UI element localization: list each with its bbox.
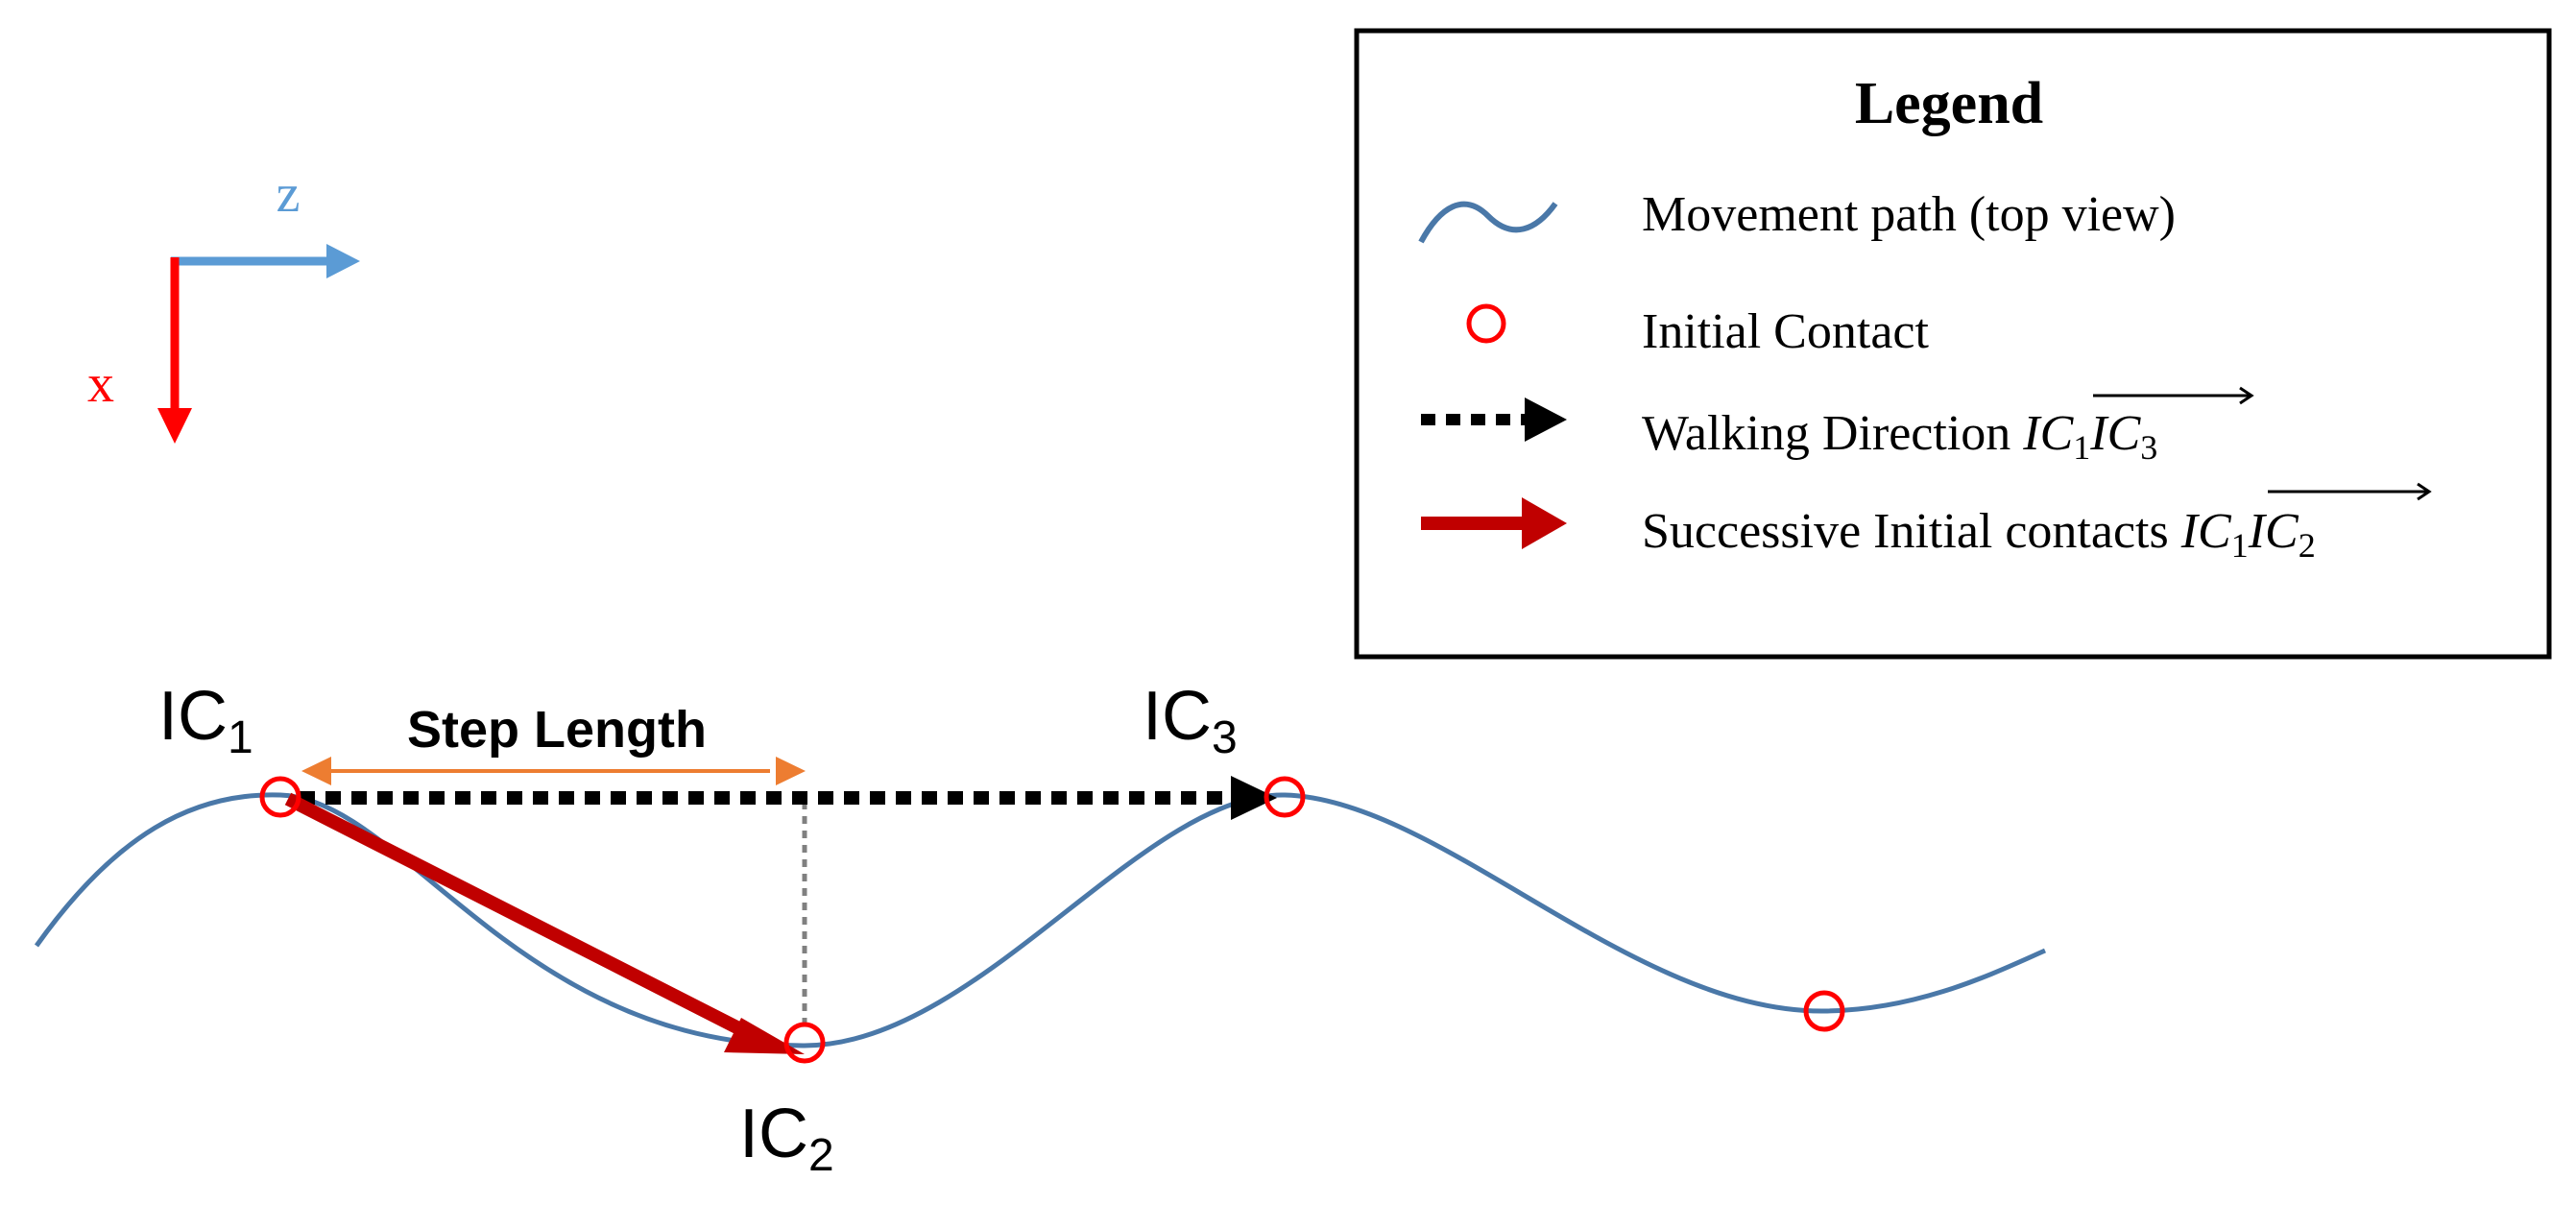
ic2-sub: 2 [808, 1130, 834, 1181]
walking-vector-ic-a: IC [2022, 406, 2074, 461]
legend-border [1354, 28, 2552, 660]
initial-contact-ic3 [1264, 776, 1306, 818]
initial-contact-ic2 [783, 1022, 826, 1064]
initial-contact-swatch [1466, 303, 1506, 344]
walking-direction-arrowhead [1231, 776, 1277, 820]
walking-vector-bar-tip [2239, 386, 2254, 405]
movement-path [34, 792, 2047, 1048]
walking-direction-text: Walking Direction [1642, 406, 2010, 461]
walking-vector-sub-a: 1 [2073, 428, 2090, 467]
legend-box: Legend Movement path (top view) Initial … [1354, 28, 2552, 660]
initial-contact-ic1 [259, 776, 301, 818]
successive-vector-sub-a: 1 [2231, 526, 2249, 565]
ic1-label: IC1 [158, 678, 253, 763]
ic2-main: IC [739, 1096, 808, 1172]
walking-vector-ic-b: IC [2089, 406, 2141, 461]
successive-vector-ic-a: IC [2180, 504, 2232, 559]
step-length-label: Step Length [407, 701, 707, 759]
movement-path-swatch [1418, 201, 1558, 244]
successive-contacts-arrow [284, 792, 765, 1047]
successive-contacts-swatch-head [1522, 497, 1567, 549]
step-length-arrowhead-left [301, 757, 331, 785]
successive-vector-sub-b: 2 [2299, 526, 2316, 565]
x-axis-arrowhead [157, 408, 192, 444]
initial-contact-ic4 [1803, 990, 1845, 1032]
ic1-sub: 1 [228, 712, 253, 763]
x-axis-label: x [87, 354, 114, 414]
walking-direction-swatch-head [1525, 398, 1567, 442]
walking-vector-sub-b: 3 [2140, 428, 2157, 467]
legend-movement-path: Movement path (top view) [1642, 187, 2176, 242]
legend-successive-contacts: Successive Initial contacts IC1IC2 [1642, 504, 2316, 565]
successive-text: Successive Initial contacts [1642, 504, 2169, 559]
step-length-arrowhead-right [776, 757, 806, 785]
successive-vector-ic-b: IC [2248, 504, 2299, 559]
ic3-label: IC3 [1143, 678, 1238, 763]
ic2-label: IC2 [739, 1096, 834, 1181]
z-axis-label: z [277, 164, 301, 224]
legend-initial-contact: Initial Contact [1642, 304, 1929, 359]
ic3-sub: 3 [1212, 712, 1238, 763]
ic1-main: IC [158, 678, 228, 755]
coordinate-axes: z x [87, 164, 360, 444]
ic3-main: IC [1143, 678, 1212, 755]
successive-vector-bar-tip [2417, 482, 2432, 501]
legend-walking-direction: Walking Direction IC1IC3 [1642, 406, 2157, 467]
z-axis-arrowhead [326, 244, 360, 278]
legend-title: Legend [1855, 71, 2043, 136]
